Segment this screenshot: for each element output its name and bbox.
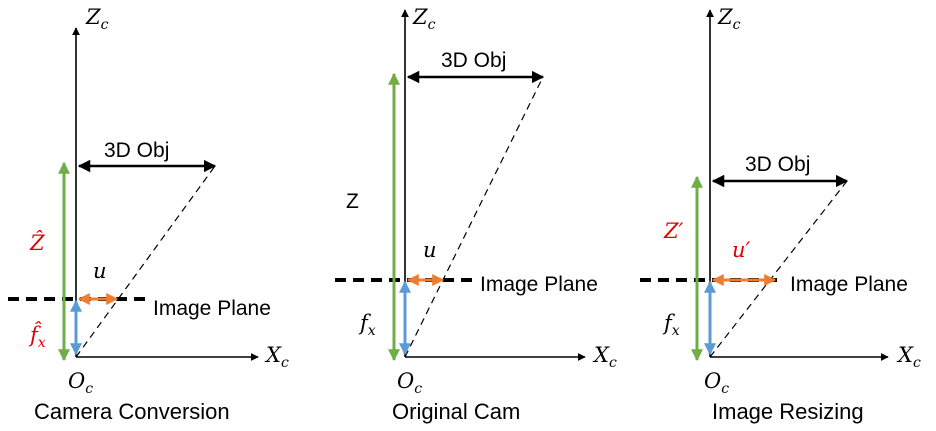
object-label: 3D Obj [745, 153, 810, 176]
x-axis-label: Xc [896, 343, 921, 371]
origin-label: Oc [68, 369, 93, 397]
caption-camera-conversion: Camera Conversion [34, 399, 230, 424]
caption-image-resizing: Image Resizing [712, 399, 864, 424]
origin-label: Oc [704, 369, 729, 397]
object-label: 3D Obj [104, 139, 169, 162]
depth-label: Ẑ [29, 231, 45, 255]
panel-original-cam: Zc Xc Oc 3D Obj Image Plane Z fx u Origi… [335, 5, 617, 424]
caption-original-cam: Original Cam [392, 399, 520, 424]
focal-length-label: fx [358, 311, 376, 339]
projection-ray [709, 180, 848, 358]
image-offset-label: u′ [732, 238, 751, 262]
depth-label: Z′ [663, 219, 684, 243]
image-offset-label: u [93, 259, 107, 283]
depth-label: Z [346, 190, 359, 213]
projection-ray [404, 76, 544, 358]
image-plane-label: Image Plane [153, 297, 271, 320]
z-axis-label: Zc [412, 5, 436, 33]
projection-ray [75, 165, 216, 358]
image-offset-label: u [423, 238, 437, 262]
panel-camera-conversion: Zc Xc Oc 3D Obj Image Plane Ẑ f̂x u Came… [8, 5, 289, 424]
panel-image-resizing: Zc Xc Oc 3D Obj Image Plane Z′ fx u′ Ima… [640, 5, 921, 424]
focal-length-label: f̂x [28, 322, 46, 351]
focal-length-label: fx [662, 311, 680, 339]
x-axis-label: Xc [592, 343, 617, 371]
object-label: 3D Obj [441, 49, 506, 72]
x-axis-label: Xc [264, 343, 289, 371]
z-axis-label: Zc [85, 5, 109, 33]
z-axis-label: Zc [717, 5, 741, 33]
origin-label: Oc [397, 369, 422, 397]
image-plane-label: Image Plane [480, 273, 598, 296]
image-plane-label: Image Plane [790, 273, 908, 296]
